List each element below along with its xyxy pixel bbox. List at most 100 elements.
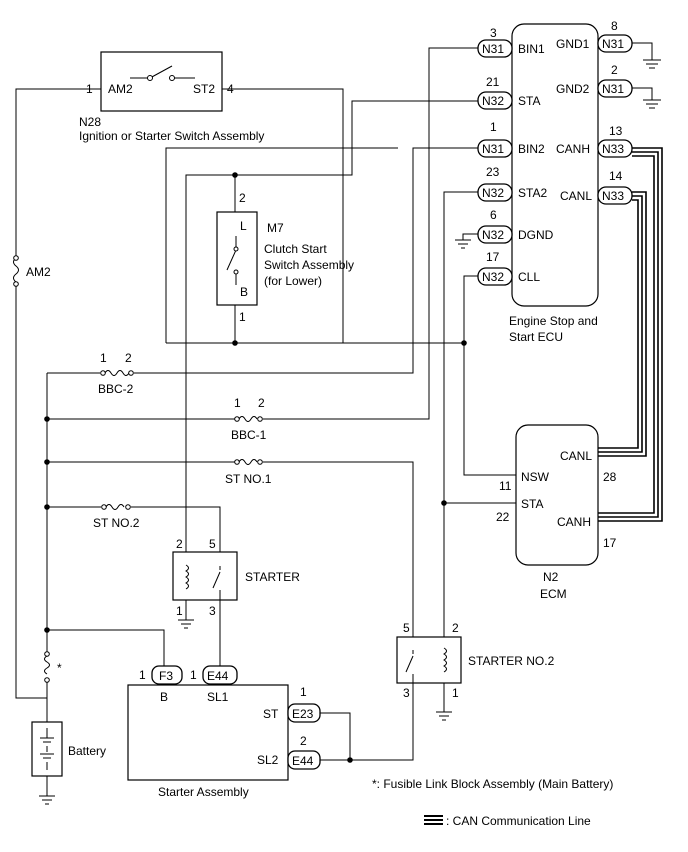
ecu-pin-bin2-num: 1	[490, 120, 497, 134]
ecu-pin-dgnd-conn: N32	[482, 228, 504, 242]
ecu-pin-canl-num: 14	[609, 169, 623, 183]
no2-p5: 5	[403, 621, 410, 635]
battery: Battery	[31, 721, 106, 777]
relay-p2: 2	[176, 537, 183, 551]
notes: *: Fusible Link Block Assembly (Main Bat…	[372, 777, 613, 828]
battery-label: Battery	[68, 744, 106, 758]
ecm-sta: STA	[521, 497, 543, 511]
ecu-pin-gnd2-conn: N31	[602, 82, 624, 96]
ign-name: Ignition or Starter Switch Assembly	[79, 129, 264, 143]
clutch-id: M7	[267, 221, 284, 235]
ign-st2-label: ST2	[193, 82, 215, 96]
fuse-stno1: ST NO.1	[225, 459, 272, 486]
ecu-pin-cll: 17 N32 CLL	[477, 250, 540, 286]
ign-pin4: 4	[227, 82, 234, 96]
no2-p1: 1	[452, 686, 459, 700]
fusible-link: *	[44, 651, 62, 683]
can-lines	[598, 147, 663, 522]
ecu-left-pins: 3 N31 BIN1 21 N32 STA 1 N31 BIN2 23 N32	[477, 26, 554, 286]
starter-f3-pin: 1	[139, 668, 146, 682]
ecu-pin-bin1-label: BIN1	[518, 42, 545, 56]
ecu-pin-canh-conn: N33	[602, 142, 624, 156]
footnote: *: Fusible Link Block Assembly (Main Bat…	[372, 777, 613, 791]
ecu-pin-bin1-conn: N31	[482, 42, 504, 56]
starter-b: B	[160, 690, 168, 704]
ecu-pin-cll-num: 17	[486, 250, 500, 264]
ecm-canl: CANL	[560, 449, 592, 463]
wires	[15, 42, 653, 796]
starter-assembly: 1 F3 1 E44 B SL1 1 E23 ST 2 E44 SL2 Star…	[127, 665, 321, 799]
ecu-pin-bin2: 1 N31 BIN2	[477, 120, 545, 158]
ecu-pin-dgnd: 6 N32 DGND	[477, 208, 554, 244]
starter-e44b: E44	[292, 754, 314, 768]
ecu-pin-gnd1-label: GND1	[556, 37, 590, 51]
ground-symbols	[39, 59, 661, 805]
can-legend-icon	[424, 815, 443, 825]
ground-icon	[455, 236, 471, 249]
ecu-pin-canh: 13 N33 CANH	[556, 124, 633, 158]
ign-pin1: 1	[86, 82, 93, 96]
ecu-pin-gnd1-num: 8	[611, 19, 618, 33]
relay-name: STARTER	[245, 570, 300, 584]
ecm-canl-pin: 28	[603, 470, 617, 484]
ecu-pin-bin1: 3 N31 BIN1	[477, 26, 545, 58]
ecu-pin-sta2-num: 23	[486, 165, 500, 179]
starter-e44-pin: 1	[190, 668, 197, 682]
ecu-pin-cll-label: CLL	[518, 270, 540, 284]
ecu-pin-gnd2-label: GND2	[556, 82, 590, 96]
clutch-name2: Switch Assembly	[264, 258, 354, 272]
clutch-name3: (for Lower)	[264, 274, 322, 288]
ecm-name: ECM	[540, 587, 567, 601]
starter-st: ST	[263, 707, 279, 721]
no2-p2: 2	[452, 621, 459, 635]
starter-sl2: SL2	[257, 753, 279, 767]
ecu-pin-sta-num: 21	[486, 75, 500, 89]
ecu-pin-sta-conn: N32	[482, 94, 504, 108]
engine-stop-start-ecu: 3 N31 BIN1 21 N32 STA 1 N31 BIN2 23 N32	[477, 19, 633, 344]
clutch-pin-top: 2	[239, 191, 246, 205]
ecu-pin-gnd2-num: 2	[611, 63, 618, 77]
bbc1-label: BBC-1	[231, 428, 267, 442]
ecu-pin-gnd1-conn: N31	[602, 37, 624, 51]
ecu-pin-canh-num: 13	[609, 124, 623, 138]
ground-icon	[39, 795, 55, 805]
starter-name: Starter Assembly	[158, 785, 249, 799]
ecm: CANL 28 NSW 11 STA 22 CANH 17 N2 ECM	[496, 424, 617, 601]
ecu-pin-sta2: 23 N32 STA2	[477, 165, 547, 202]
ecm-nsw: NSW	[521, 470, 550, 484]
starter-e23-pin: 1	[300, 685, 307, 699]
ground-icon	[643, 99, 661, 109]
ecu-pin-sta2-label: STA2	[518, 186, 547, 200]
ecu-pin-gnd1: 8 N31 GND1	[556, 19, 633, 53]
ecu-pin-canl-conn: N33	[602, 189, 624, 203]
clutch-name1: Clutch Start	[264, 242, 327, 256]
bbc1-p1: 1	[234, 396, 241, 410]
ecu-pin-sta: 21 N32 STA	[477, 75, 540, 110]
can-legend-text: : CAN Communication Line	[446, 814, 591, 828]
am2-fuse-label: AM2	[26, 265, 51, 279]
stno2-label: ST NO.2	[93, 516, 140, 530]
starter-relay: 2 5 1 3 STARTER	[172, 537, 300, 618]
junctions	[44, 172, 467, 763]
ecu-pin-sta-label: STA	[518, 94, 540, 108]
ground-icon	[178, 619, 194, 629]
bbc2-p2: 2	[125, 351, 132, 365]
ignition-switch: 1 AM2 ST2 4 N28 Ignition or Starter Swit…	[79, 51, 264, 143]
ecu-pin-bin2-label: BIN2	[518, 142, 545, 156]
ecu-pin-sta2-conn: N32	[482, 186, 504, 200]
clutch-switch: 2 L B 1 M7 Clutch Start Switch Assembly …	[216, 191, 354, 324]
ecm-id: N2	[543, 570, 559, 584]
stno1-label: ST NO.1	[225, 472, 272, 486]
ground-icon	[643, 59, 661, 69]
ecm-sta-pin: 22	[496, 510, 510, 524]
am2-fuse: AM2	[13, 255, 51, 287]
ecu-name-2: Start ECU	[509, 330, 563, 344]
starter-e44b-pin: 2	[300, 734, 307, 748]
relay-p3: 3	[209, 604, 216, 618]
relay-p5: 5	[209, 537, 216, 551]
no2-name: STARTER NO.2	[468, 654, 555, 668]
ecu-pin-dgnd-num: 6	[490, 208, 497, 222]
fusible-link-mark: *	[57, 661, 62, 675]
